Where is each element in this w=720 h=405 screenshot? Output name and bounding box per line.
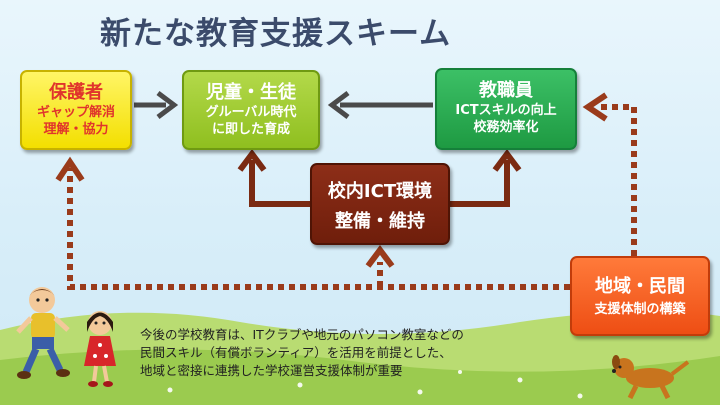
arrowhead-ict-to-staff bbox=[492, 149, 522, 172]
arrowhead-staff-to-child bbox=[327, 91, 350, 119]
arrowhead-dotted-staff bbox=[582, 92, 608, 122]
arrowhead-dotted-guardian bbox=[55, 156, 85, 182]
arrow-ict-to-child bbox=[249, 160, 310, 207]
node-child-line-2: に即した育成 bbox=[211, 122, 290, 137]
girl-illustration bbox=[84, 311, 116, 387]
node-staff-line-2: 校務効率化 bbox=[473, 120, 539, 135]
node-staff-line-1: ICTスキルの向上 bbox=[455, 103, 557, 118]
description-line-1: 今後の学校教育は、ITクラブや地元のパソコン教室などの bbox=[140, 327, 464, 342]
dotted-region-to-guardian bbox=[67, 168, 570, 290]
node-staff-title: 教職員 bbox=[479, 80, 533, 101]
node-child-title: 児童・生徒 bbox=[206, 82, 296, 103]
arrowhead-ict-to-child bbox=[237, 149, 267, 172]
slide-title: 新たな教育支援スキーム bbox=[100, 16, 452, 52]
node-region-title: 地域・民間 bbox=[595, 276, 685, 297]
node-region: 地域・民間 支援体制の構築 bbox=[570, 256, 710, 336]
flowers bbox=[167, 370, 583, 399]
node-child-line-1: グルーバル時代 bbox=[205, 105, 297, 120]
node-region-line-1: 支援体制の構築 bbox=[594, 302, 686, 317]
boy-illustration bbox=[16, 287, 70, 379]
node-guardian-line-2: 理解・協力 bbox=[43, 122, 109, 137]
node-guardian-title: 保護者 bbox=[49, 82, 103, 103]
node-child: 児童・生徒 グルーバル時代 に即した育成 bbox=[182, 70, 320, 150]
dotted-region-to-staff bbox=[596, 104, 637, 256]
node-staff: 教職員 ICTスキルの向上 校務効率化 bbox=[435, 68, 577, 150]
node-ict-line-1: 校内ICT環境 bbox=[327, 181, 433, 202]
arrowhead-dotted-ict bbox=[365, 245, 395, 268]
dog-illustration bbox=[612, 355, 690, 400]
description-text: 今後の学校教育は、ITクラブや地元のパソコン教室などの 民間スキル（有償ボランテ… bbox=[140, 326, 464, 380]
node-ict: 校内ICT環境 整備・維持 bbox=[310, 163, 450, 245]
arrowhead-guardian-to-child bbox=[156, 91, 179, 119]
arrow-ict-to-staff bbox=[450, 160, 510, 207]
node-ict-line-2: 整備・維持 bbox=[335, 211, 425, 232]
dotted-support-loop bbox=[67, 104, 637, 290]
description-line-2: 民間スキル（有償ボランティア）を活用を前提とした、 bbox=[140, 345, 452, 360]
node-guardian: 保護者 ギャップ解消 理解・協力 bbox=[20, 70, 132, 150]
node-guardian-line-1: ギャップ解消 bbox=[36, 105, 115, 120]
description-line-3: 地域と密接に連携した学校運営支援体制が重要 bbox=[140, 363, 403, 378]
grass-hill-front bbox=[0, 349, 720, 405]
